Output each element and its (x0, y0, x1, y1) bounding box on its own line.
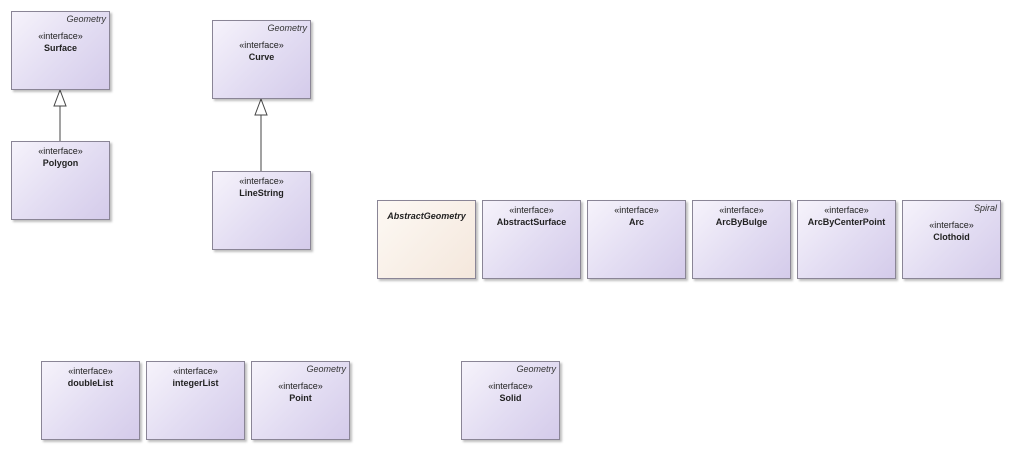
class-arc[interactable]: «interface» Arc (587, 200, 686, 279)
class-name: AbstractSurface (496, 217, 567, 227)
package-label: Geometry (267, 23, 307, 33)
class-clothoid[interactable]: Spiral «interface» Clothoid (902, 200, 1001, 279)
stereotype-label: «interface» (614, 205, 659, 215)
stereotype-label: «interface» (173, 366, 218, 376)
class-curve[interactable]: Geometry «interface» Curve (212, 20, 311, 99)
package-label: Geometry (516, 364, 556, 374)
stereotype-label: «interface» (239, 40, 284, 50)
class-polygon[interactable]: «interface» Polygon (11, 141, 110, 220)
stereotype-label: «interface» (929, 220, 974, 230)
package-label: Spiral (973, 203, 997, 213)
stereotype-label: «interface» (719, 205, 764, 215)
class-integerlist[interactable]: «interface» integerList (146, 361, 245, 440)
stereotype-label: «interface» (488, 381, 533, 391)
class-name: ArcByBulge (715, 217, 768, 227)
class-name: Point (289, 393, 312, 403)
class-name: AbstractGeometry (387, 211, 466, 221)
class-solid[interactable]: Geometry «interface» Solid (461, 361, 560, 440)
class-name: ArcByCenterPoint (807, 217, 886, 227)
class-name: Surface (43, 43, 78, 53)
class-abstractsurface[interactable]: «interface» AbstractSurface (482, 200, 581, 279)
class-name: LineString (239, 188, 284, 198)
class-name: Arc (628, 217, 644, 227)
class-point[interactable]: Geometry «interface» Point (251, 361, 350, 440)
stereotype-label: «interface» (68, 366, 113, 376)
stereotype-label: «interface» (278, 381, 323, 391)
class-name: Clothoid (933, 232, 970, 242)
stereotype-label: «interface» (38, 31, 83, 41)
package-label: Geometry (66, 14, 106, 24)
class-linestring[interactable]: «interface» LineString (212, 171, 311, 250)
class-name: Polygon (42, 158, 79, 168)
stereotype-label: «interface» (38, 146, 83, 156)
class-name: integerList (172, 378, 219, 388)
class-arcbycenterpoint[interactable]: «interface» ArcByCenterPoint (797, 200, 896, 279)
class-arcbybulge[interactable]: «interface» ArcByBulge (692, 200, 791, 279)
generalization-arrow-curve (254, 97, 268, 116)
class-surface[interactable]: Geometry «interface» Surface (11, 11, 110, 90)
stereotype-label: «interface» (509, 205, 554, 215)
class-name: Curve (248, 52, 275, 62)
stereotype-label: «interface» (239, 176, 284, 186)
package-label: Geometry (306, 364, 346, 374)
class-doublelist[interactable]: «interface» doubleList (41, 361, 140, 440)
class-name: Solid (499, 393, 522, 403)
stereotype-label: «interface» (824, 205, 869, 215)
class-name: doubleList (67, 378, 114, 388)
generalization-arrow-surface (53, 88, 67, 107)
class-abstractgeometry[interactable]: AbstractGeometry (377, 200, 476, 279)
